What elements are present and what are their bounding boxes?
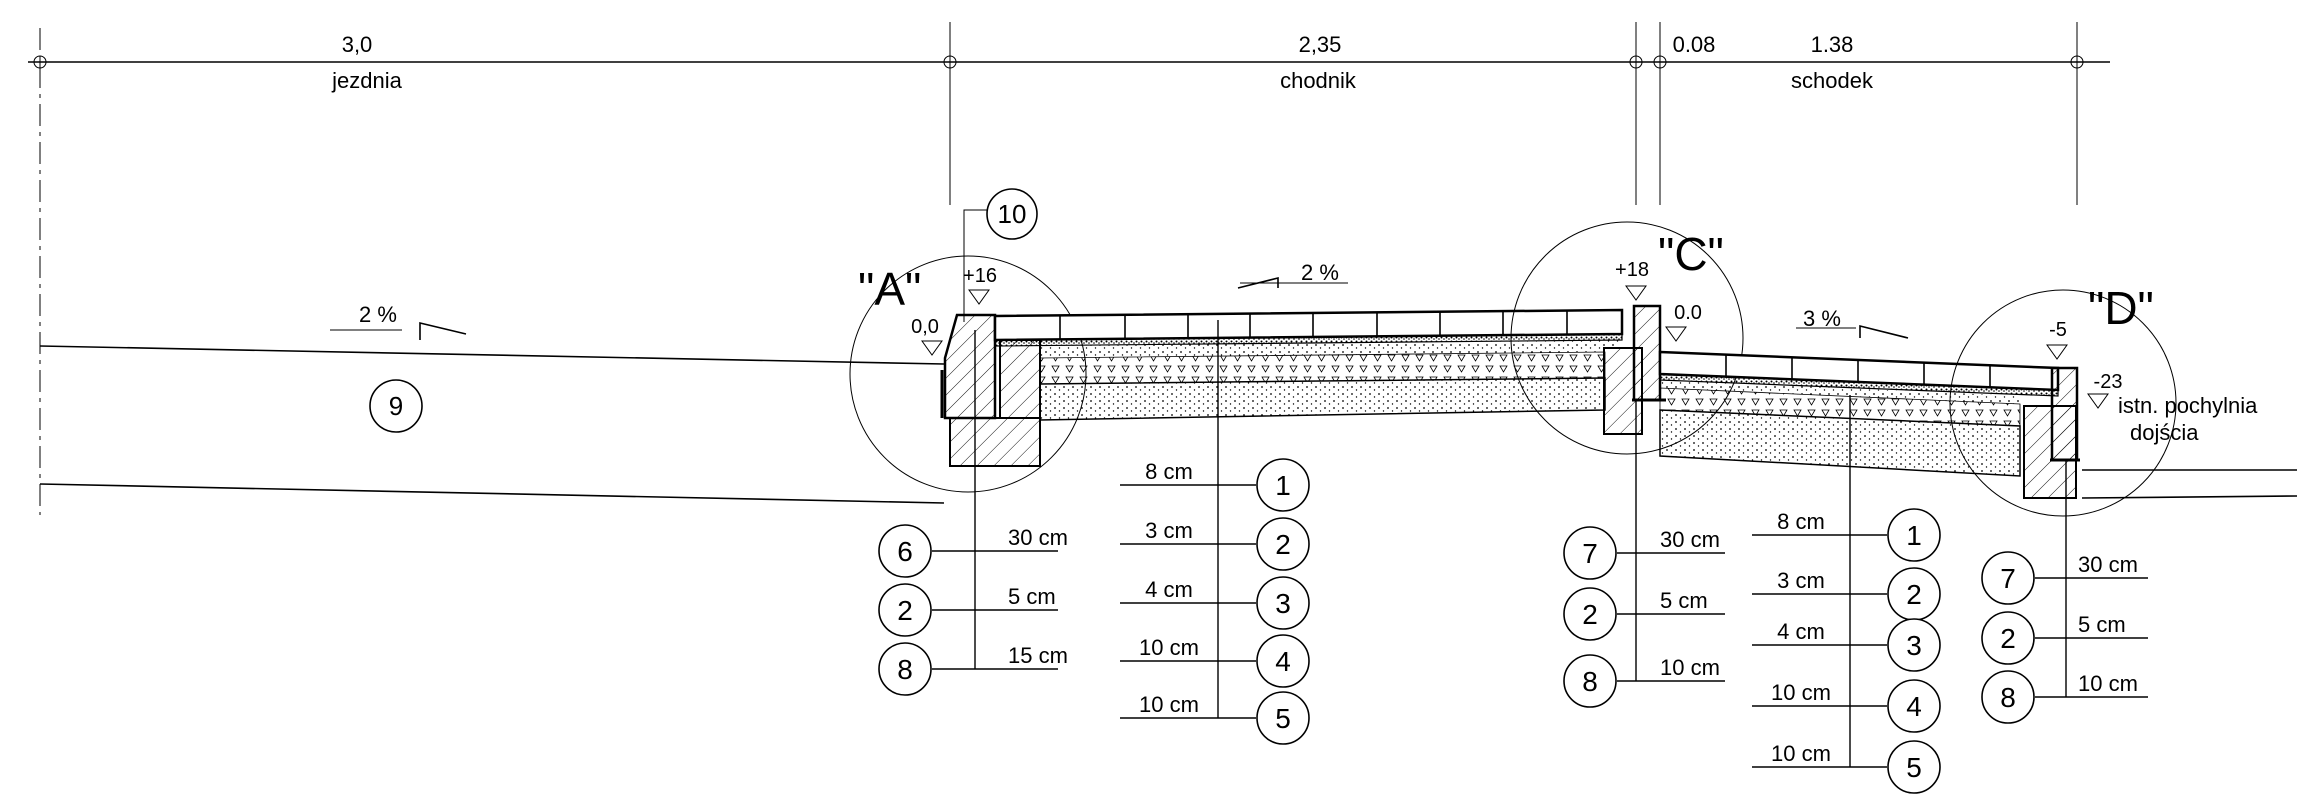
layer-thickness: 5 cm (1660, 588, 1708, 613)
dim-label-schodek: schodek (1791, 68, 1874, 93)
level-c-top: +18 (1615, 259, 1649, 281)
slope-roadway: 2 % (359, 302, 397, 327)
sidewalk: 2 % (993, 260, 1624, 421)
layer-number: 2 (1906, 579, 1922, 610)
layer-number: 8 (2000, 682, 2016, 713)
slope-sidewalk: 2 % (1301, 260, 1339, 285)
step-area: 3 % (1658, 306, 2060, 477)
layer-thickness: 10 cm (1771, 680, 1831, 705)
dim-value-chodnik: 2,35 (1299, 32, 1342, 57)
dim-label-chodnik: chodnik (1280, 68, 1357, 93)
layer-number: 2 (897, 595, 913, 626)
layer-number-circle (1256, 458, 1310, 512)
layer-thickness: 10 cm (1771, 741, 1831, 766)
layer-thickness: 8 cm (1145, 459, 1193, 484)
layer-thickness: 4 cm (1145, 577, 1193, 602)
layer-number: 7 (1582, 538, 1598, 569)
layer-number-circle (878, 583, 932, 637)
level-a-road: 0,0 (911, 316, 939, 338)
roadway: 2 % 9 (39, 302, 945, 504)
layer-number-circle (878, 642, 932, 696)
layer-number-circle (1256, 517, 1310, 571)
detail-c: "C" +18 0.0 (1510, 221, 1744, 455)
layer-thickness: 10 cm (2078, 671, 2138, 696)
annotation-line2: dojścia (2130, 420, 2199, 445)
level-c-step: 0.0 (1674, 302, 1702, 324)
level-d-top: -5 (2049, 319, 2067, 341)
layer-thickness: 10 cm (1660, 655, 1720, 680)
layer-number-circle (1256, 634, 1310, 688)
layer-number-circle (1256, 576, 1310, 630)
layer-number: 4 (1275, 646, 1291, 677)
layer-thickness: 10 cm (1139, 692, 1199, 717)
layer-number: 6 (897, 536, 913, 567)
layer-number: 4 (1906, 691, 1922, 722)
dim-value-schodek: 1.38 (1811, 32, 1854, 57)
layer-group-walk2: 8 cm 1 3 cm 2 4 cm 3 10 cm 4 10 cm 5 (1752, 395, 1941, 794)
layer-thickness: 3 cm (1145, 518, 1193, 543)
layer-thickness: 30 cm (1660, 527, 1720, 552)
layer-group-curbC: 30 cm 7 5 cm 2 10 cm 8 (1563, 400, 1725, 708)
layer-number: 5 (1275, 703, 1291, 734)
layer-group-walk1: 8 cm 1 3 cm 2 4 cm 3 10 cm 4 10 cm 5 (1120, 320, 1310, 745)
annotation-line1: istn. pochylnia (2118, 393, 2258, 418)
layer-number-circle (1563, 587, 1617, 641)
layer-number: 3 (1906, 630, 1922, 661)
layer-thickness: 30 cm (1008, 525, 1068, 550)
layer-thickness: 15 cm (1008, 643, 1068, 668)
dim-label-jezdnia: jezdnia (331, 68, 402, 93)
level-d-slope: -23 (2094, 371, 2123, 393)
dimension-line: 3,0 jezdnia 2,35 chodnik 0.08 1.38 schod… (28, 22, 2110, 515)
layer-number: 7 (2000, 563, 2016, 594)
layer-thickness: 8 cm (1777, 509, 1825, 534)
layer-group-curbA: 30 cm 6 5 cm 2 15 cm 8 (878, 330, 1068, 696)
layer-number-circle (1563, 654, 1617, 708)
slope-step: 3 % (1803, 306, 1841, 331)
layer-number-circle (1887, 740, 1941, 794)
layer-number: 1 (1906, 520, 1922, 551)
layer-number: 2 (2000, 623, 2016, 654)
layer-number-circle (1887, 618, 1941, 672)
level-a-top: +16 (963, 265, 997, 287)
layer-thickness: 10 cm (1139, 635, 1199, 660)
layer-thickness: 30 cm (2078, 552, 2138, 577)
layer-group-curbD: 30 cm 7 5 cm 2 10 cm 8 (1981, 460, 2148, 724)
layer-thickness: 5 cm (2078, 612, 2126, 637)
layer-thickness: 3 cm (1777, 568, 1825, 593)
layer-number-circle (1981, 670, 2035, 724)
dim-value-gap: 0.08 (1673, 32, 1716, 57)
layer-number: 2 (1275, 529, 1291, 560)
callout-9: 9 (389, 391, 403, 421)
detail-d: "D" -5 -23 istn. pochylnia dojścia (1949, 282, 2297, 517)
layer-number: 8 (897, 654, 913, 685)
detail-label-a: "A" (858, 263, 921, 315)
layer-number-circle (1563, 526, 1617, 580)
detail-a: "A" +16 0,0 10 (849, 188, 1087, 493)
layer-number: 8 (1582, 666, 1598, 697)
layer-number-circle (1887, 679, 1941, 733)
layer-number: 5 (1906, 752, 1922, 783)
detail-label-d: "D" (2088, 282, 2154, 334)
layer-number-circle (878, 524, 932, 578)
layer-number-circle (1981, 611, 2035, 665)
layer-thickness: 5 cm (1008, 584, 1056, 609)
callout-10: 10 (998, 199, 1027, 229)
layer-number: 3 (1275, 588, 1291, 619)
layer-number-circle (1887, 508, 1941, 562)
layer-number-circle (1981, 551, 2035, 605)
detail-label-c: "C" (1658, 228, 1724, 280)
layer-number-circle (1256, 691, 1310, 745)
layer-number: 2 (1582, 599, 1598, 630)
layer-number: 1 (1275, 470, 1291, 501)
layer-thickness: 4 cm (1777, 619, 1825, 644)
dim-value-jezdnia: 3,0 (342, 32, 373, 57)
